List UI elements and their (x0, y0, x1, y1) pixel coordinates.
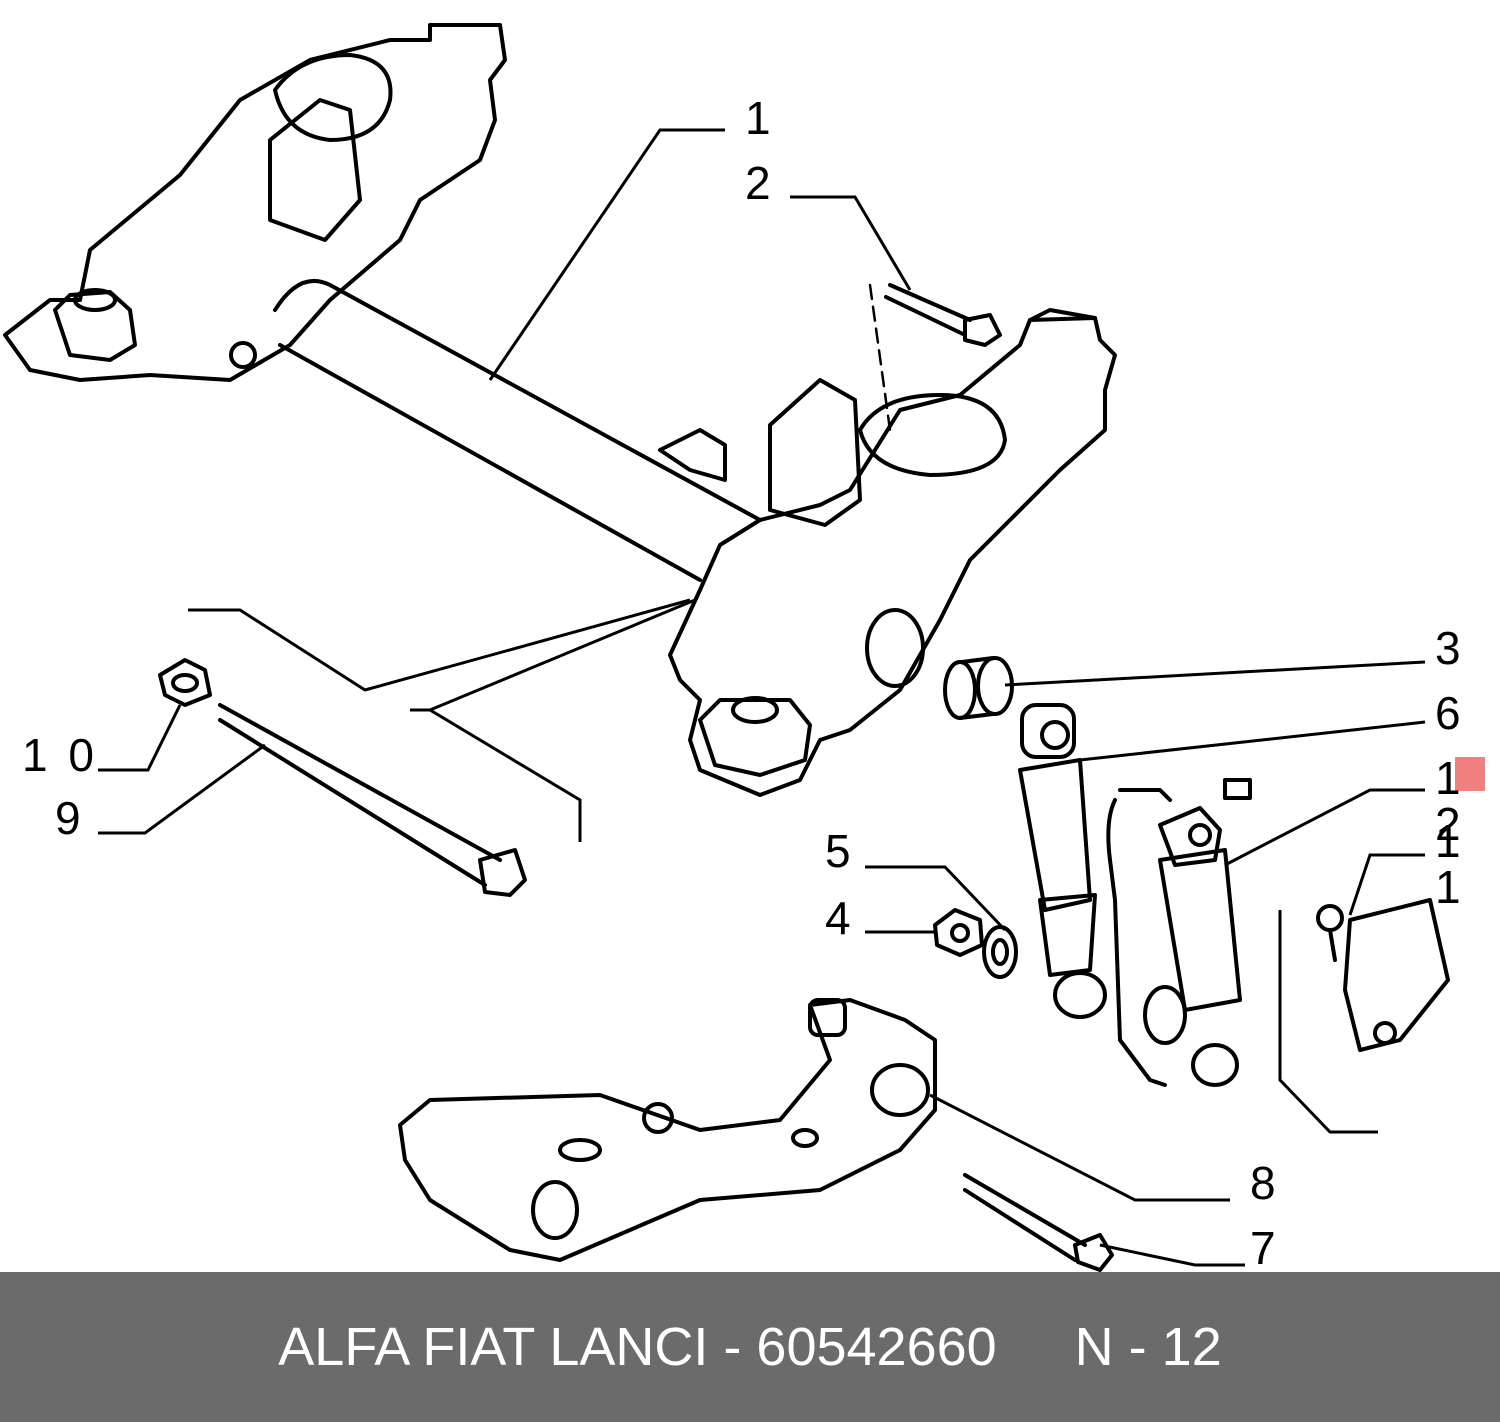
group-bracket-right (1278, 910, 1378, 1134)
nut-part-10 (158, 658, 212, 707)
footer-caption: ALFA FIAT LANCI - 60542660 N - 12 (0, 1272, 1500, 1422)
group-bracket-left (188, 598, 691, 692)
footer-bar: ALFA FIAT LANCI - 60542660 N - 12 (0, 1272, 1500, 1422)
bolt-part-2 (868, 283, 1002, 432)
bolt-part-7 (963, 1173, 1114, 1272)
leader-6 (1079, 720, 1426, 762)
leader-3 (1004, 660, 1426, 687)
leader-11 (1348, 853, 1425, 916)
callout-4: 4 (825, 892, 855, 944)
rear-axle-exploded-drawing (3, 23, 1450, 1272)
leader-5 (865, 865, 1007, 932)
callout-12: 1 2 (1435, 752, 1465, 850)
leader-1 (488, 128, 725, 381)
callout-8: 8 (1250, 1157, 1280, 1209)
callout-3: 3 (1435, 622, 1465, 674)
leader-8 (929, 1093, 1230, 1202)
shock-absorber-part-12 (1106, 778, 1252, 1087)
bushing-part-3 (943, 656, 1014, 720)
leader-lines (98, 128, 1426, 1267)
callout-7: 7 (1250, 1222, 1280, 1274)
leader-2 (790, 195, 912, 291)
leader-9 (98, 743, 266, 835)
leader-7 (1099, 1243, 1245, 1267)
highlight-marker (1455, 757, 1485, 791)
leader-12 (1224, 788, 1425, 867)
bracket-part-11 (1316, 898, 1450, 1052)
reference-number-label: N - 12 (1074, 1317, 1222, 1377)
leader-10 (98, 704, 182, 772)
callout-10: 1 0 (22, 729, 98, 781)
bolt-part-9 (218, 703, 527, 897)
callout-5: 5 (825, 825, 855, 877)
callout-1: 1 (745, 92, 775, 144)
part-number-label: ALFA FIAT LANCI - 60542660 (278, 1317, 997, 1377)
callout-11: 1 1 (1435, 815, 1465, 913)
control-arm-part-8 (398, 998, 937, 1262)
callout-2: 2 (745, 157, 775, 209)
callout-9: 9 (55, 792, 85, 844)
shock-absorber-part-6 (1018, 703, 1107, 1019)
washer-part-5 (982, 925, 1018, 979)
subframe-part-1 (3, 23, 1117, 797)
nut-part-4 (933, 908, 984, 957)
callout-6: 6 (1435, 687, 1465, 739)
